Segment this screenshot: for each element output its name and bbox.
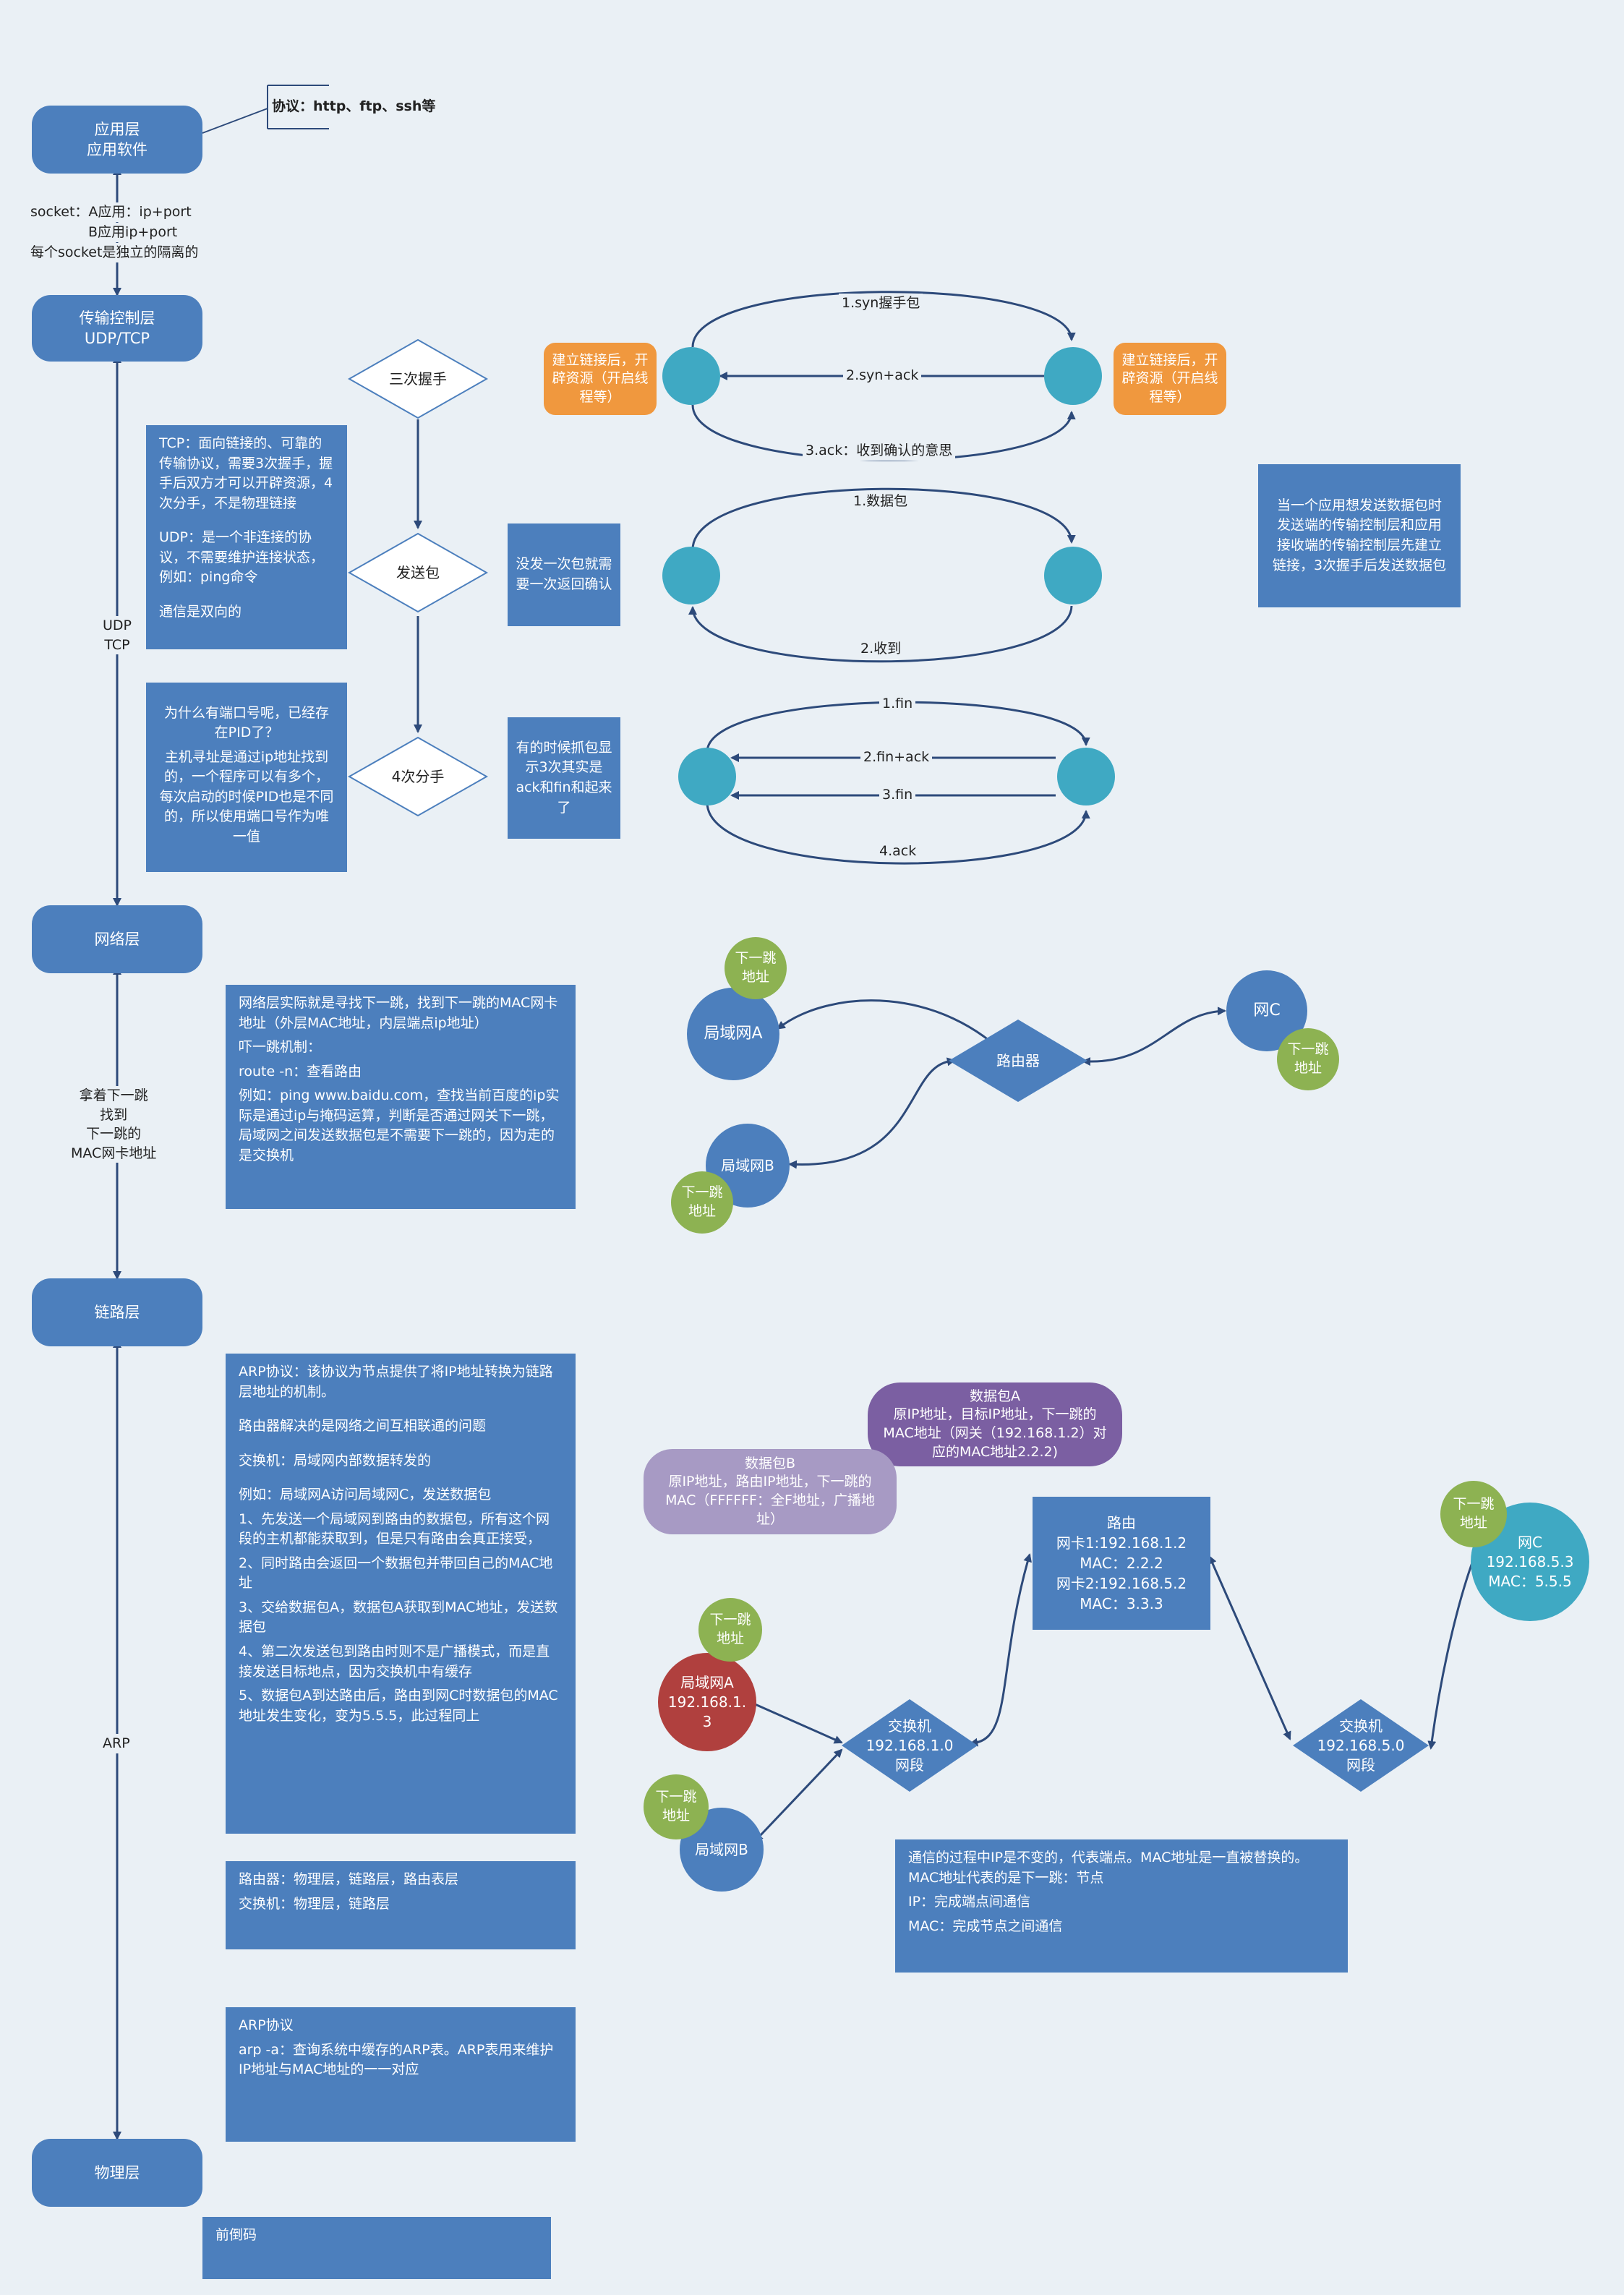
socket-line-1: socket：A应用：ip+port [27,202,195,222]
arp-command-box: ARP协议 arp -a：查询系统中缓存的ARP表。ARP表用来维护IP地址与M… [226,2007,576,2142]
edge-lanB-switch1 [754,1748,843,1842]
arp-lanB-next-hop[interactable]: 下一跳 地址 [644,1774,709,1839]
layer-network[interactable]: 网络层 [32,905,202,973]
net-lanB-next-hop[interactable]: 下一跳 地址 [671,1171,733,1234]
tcp-udp-box: TCP：面向链接的、可靠的传输协议，需要3次握手，握手后双方才可以开辟资源，4次… [146,425,347,649]
edge-label-fin1: 1.fin [879,694,916,714]
protocol-note: 协议：http、ftp、ssh等 [272,98,436,114]
switch2-label: 交换机 192.168.5.0 网段 [1317,1717,1405,1774]
layer-transport[interactable]: 传输控制层 UDP/TCP [32,295,202,362]
net-netC-next-hop[interactable]: 下一跳 地址 [1277,1028,1339,1090]
arp-box: ARP协议：该协议为节点提供了将IP地址转换为链路层地址的机制。 路由器解决的是… [226,1354,576,1834]
handshake-server[interactable] [1044,347,1102,405]
device-box: 路由器：物理层，链路层，路由表层 交换机：物理层，链路层 [226,1861,576,1949]
edge-label-received: 2.收到 [858,639,905,659]
layer-link[interactable]: 链路层 [32,1278,202,1346]
switch1-diamond[interactable] [842,1699,978,1792]
edge-data [691,487,1076,550]
flow-handshake-label: 三次握手 [389,369,447,388]
edge-received [688,605,1073,663]
edge-router-lanB [788,1057,956,1169]
edge-router-switch2 [1208,1555,1291,1740]
arp-lanA-next-hop[interactable]: 下一跳 地址 [698,1598,762,1662]
flow-send-label: 发送包 [396,563,440,581]
label-next-hop: 拿着下一跳 找到 下一跳的 MAC网卡地址 [68,1086,160,1163]
app-send-note: 当一个应用想发送数据包时发送端的传输控制层和应用接收端的传输控制层先建立链接，3… [1258,464,1461,607]
label-udp-tcp: UDP TCP [100,616,134,655]
label-arp: ARP [100,1734,133,1753]
edge-router-netC [1082,1007,1226,1067]
flow-wave-label: 4次分手 [391,767,445,785]
edge-switch2-netC [1427,1546,1479,1750]
edge-switch1-router [969,1553,1032,1747]
send-client[interactable] [662,547,720,604]
send-note-box: 没发一次包就需要一次返回确认 [508,523,620,626]
edge-label-syn-ack: 2.syn+ack [843,366,922,385]
arp-lanA[interactable]: 局域网A 192.168.1. 3 [658,1653,756,1751]
wave-client[interactable] [678,748,736,805]
packet-a[interactable]: 数据包A 原IP地址，目标IP地址，下一跳的MAC地址（网关（192.168.1… [868,1382,1122,1466]
layer-app-sub: 应用软件 [87,141,148,158]
port-box: 为什么有端口号呢，已经存在PID了？ 主机寻址是通过ip地址找到的，一个程序可以… [146,683,347,872]
handshake-client[interactable] [662,347,720,405]
edge-label-syn: 1.syn握手包 [839,294,923,313]
send-server[interactable] [1044,547,1102,604]
resource-right: 建立链接后，开辟资源（开启线程等） [1114,343,1226,415]
flow-diamond-send [347,532,489,613]
edge-label-data: 1.数据包 [850,492,911,511]
wave-note-box: 有的时候抓包显示3次其实是ack和fin和起来了 [508,717,620,839]
wave-server[interactable] [1057,748,1115,805]
net-router-label: 路由器 [996,1051,1040,1069]
layer-physical-title: 物理层 [94,2163,140,2181]
comm-box: 通信的过程中IP是不变的，代表端点。MAC地址是一直被替换的。MAC地址代表的是… [895,1839,1348,1973]
layer-transport-sub: UDP/TCP [84,330,150,347]
edge-syn [691,291,1076,348]
resource-left: 建立链接后，开辟资源（开启线程等） [544,343,657,415]
edge-ack4 [706,802,1090,865]
network-layer-box: 网络层实际就是寻找下一跳，找到下一跳的MAC网卡地址（外层MAC地址，内层端点i… [226,985,576,1209]
edge-lanA-router [776,999,1015,1064]
net-lanA-next-hop[interactable]: 下一跳 地址 [725,937,787,999]
layer-network-title: 网络层 [94,930,140,948]
switch1-label: 交换机 192.168.1.0 网段 [866,1717,954,1774]
net-lanA[interactable]: 局域网A [687,988,779,1080]
edge-label-fin-ack: 2.fin+ack [860,748,933,767]
edge-label-ack4: 4.ack [876,842,920,861]
router-diamond[interactable] [949,1020,1087,1102]
layer-transport-title: 传输控制层 [79,309,155,327]
edge-protocol-callout [202,85,329,134]
arp-netC-next-hop[interactable]: 下一跳 地址 [1440,1481,1507,1547]
edge-lanA-switch1 [746,1700,843,1744]
edge-label-fin3: 3.fin [879,785,916,805]
preamble-box: 前倒码 [202,2217,551,2279]
packet-b[interactable]: 数据包B 原IP地址，路由IP地址，下一跳的MAC（FFFFFF：全F地址，广播… [644,1449,897,1534]
layer-app-title: 应用层 [94,120,140,138]
flow-diamond-handshake [347,338,489,419]
flow-diamond-wave [347,736,489,817]
layer-app[interactable]: 应用层 应用软件 [32,106,202,174]
arp-router-box[interactable]: 路由 网卡1:192.168.1.2 MAC：2.2.2 网卡2:192.168… [1033,1497,1210,1630]
socket-line-2: B应用ip+port [85,223,181,242]
layer-link-title: 链路层 [94,1303,140,1321]
socket-line-3: 每个socket是独立的隔离的 [27,243,202,262]
edge-label-ack: 3.ack：收到确认的意思 [803,441,956,461]
layer-physical[interactable]: 物理层 [32,2139,202,2207]
switch2-diamond[interactable] [1293,1699,1429,1792]
